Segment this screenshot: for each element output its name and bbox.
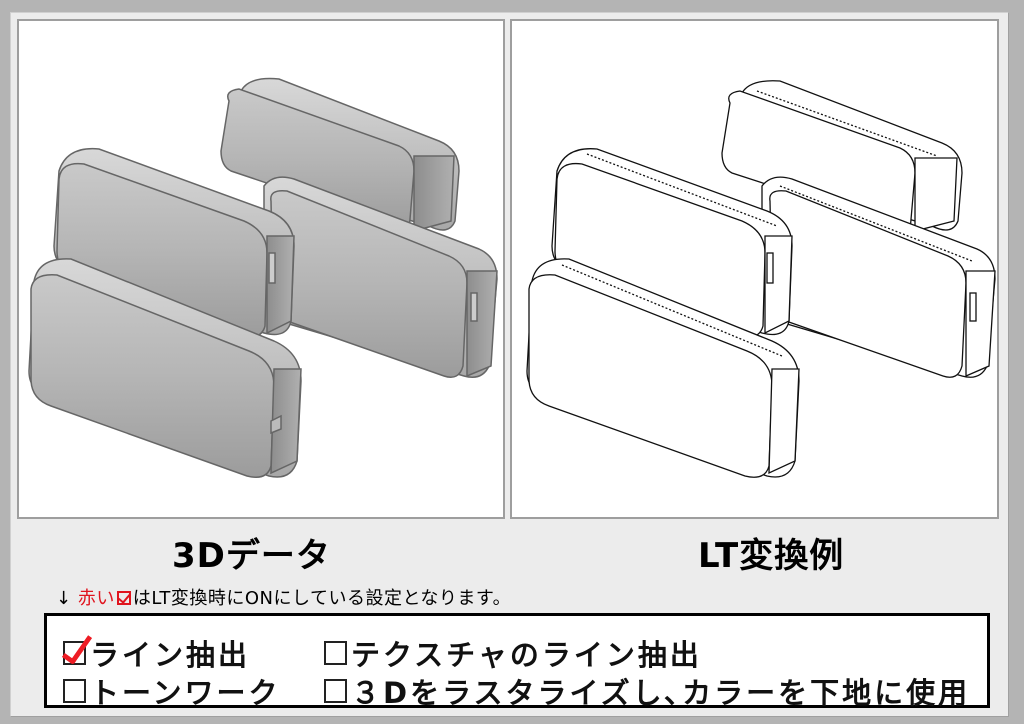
option-texture-line-extraction: テクスチャのライン抽出 <box>324 632 702 674</box>
caption-lt-conversion: LT変換例 <box>698 536 845 576</box>
option-line-extraction: ライン抽出 <box>63 632 250 674</box>
checkbox-checked-icon <box>63 641 86 665</box>
option-tone-work: トーンワーク <box>63 670 281 712</box>
checkbox-unchecked-icon <box>324 641 347 665</box>
caption-3d-data: 3Dデータ <box>172 536 331 576</box>
checkbox-unchecked-icon <box>63 679 86 703</box>
option-label: テクスチャのライン抽出 <box>351 638 702 672</box>
note-red-text: 赤い <box>77 588 115 609</box>
note-text: はLT変換時にONにしている設定となります。 <box>132 588 512 609</box>
lt-settings-box: ライン抽出 テクスチャのライン抽出 トーンワーク ３Dをラスタライズし､カラーを… <box>44 613 990 710</box>
pouch-3d-render-image <box>28 77 498 478</box>
settings-note: ↓ 赤いはLT変換時にONにしている設定となります。 <box>56 584 511 610</box>
panel-3d-data <box>17 19 505 519</box>
option-rasterize-3d-color-base: ３Dをラスタライズし､カラーを下地に使用 <box>324 670 970 712</box>
down-arrow-icon: ↓ <box>56 588 72 609</box>
red-checkbox-icon <box>116 591 131 605</box>
checkbox-unchecked-icon <box>324 679 347 703</box>
pouch-line-art-image <box>526 80 996 478</box>
option-label: ライン抽出 <box>90 638 251 672</box>
panel-lt-conversion <box>510 19 999 519</box>
option-label: ３Dをラスタライズし､カラーを下地に使用 <box>351 676 971 710</box>
option-label: トーンワーク <box>90 676 281 710</box>
